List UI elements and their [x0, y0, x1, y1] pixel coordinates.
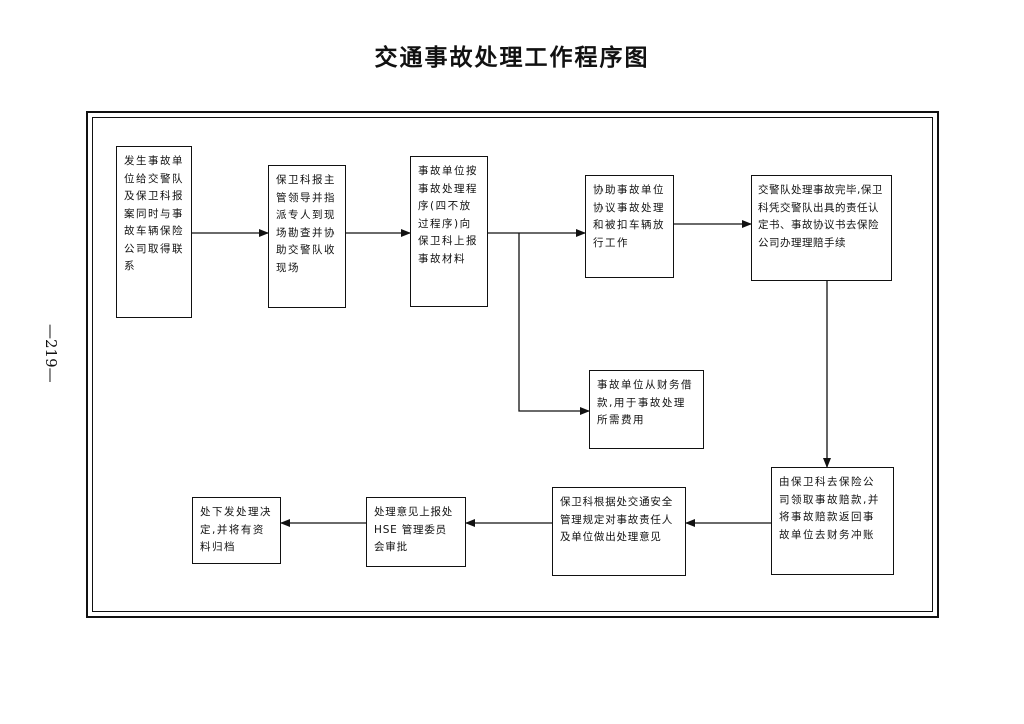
step-issue-opinion: 保卫科根据处交通安全管理规定对事故责任人及单位做出处理意见: [552, 487, 686, 576]
step-security-dispatch: 保卫科报主管领导并指派专人到现场勘查并协助交警队收现场: [268, 165, 346, 308]
step-finance-loan: 事故单位从财务借款,用于事故处理所需费用: [589, 370, 704, 449]
step-collect-compensation: 由保卫科去保险公司领取事故赔款,并将事故赔款返回事故单位去财务冲账: [771, 467, 894, 575]
step-insurance-claim: 交警队处理事故完毕,保卫科凭交警队出具的责任认定书、事故协议书去保险公司办理理赔…: [751, 175, 892, 281]
diagram-inner-frame: [92, 117, 933, 612]
step-hse-approval: 处理意见上报处 HSE 管理委员会审批: [366, 497, 466, 567]
step-submit-materials: 事故单位按事故处理程序(四不放过程序)向保卫科上报事故材料: [410, 156, 488, 307]
arrow-step3-to-step6: [518, 233, 590, 415]
step-report-accident: 发生事故单位给交警队及保卫科报案同时与事故车辆保险公司取得联系: [116, 146, 192, 318]
page-title: 交通事故处理工作程序图: [374, 44, 650, 71]
step-assist-settlement: 协助事故单位协议事故处理和被扣车辆放行工作: [585, 175, 674, 278]
step-issue-decision: 处下发处理决定,并将有资料归档: [192, 497, 281, 564]
diagram-outer-frame: [86, 111, 939, 618]
